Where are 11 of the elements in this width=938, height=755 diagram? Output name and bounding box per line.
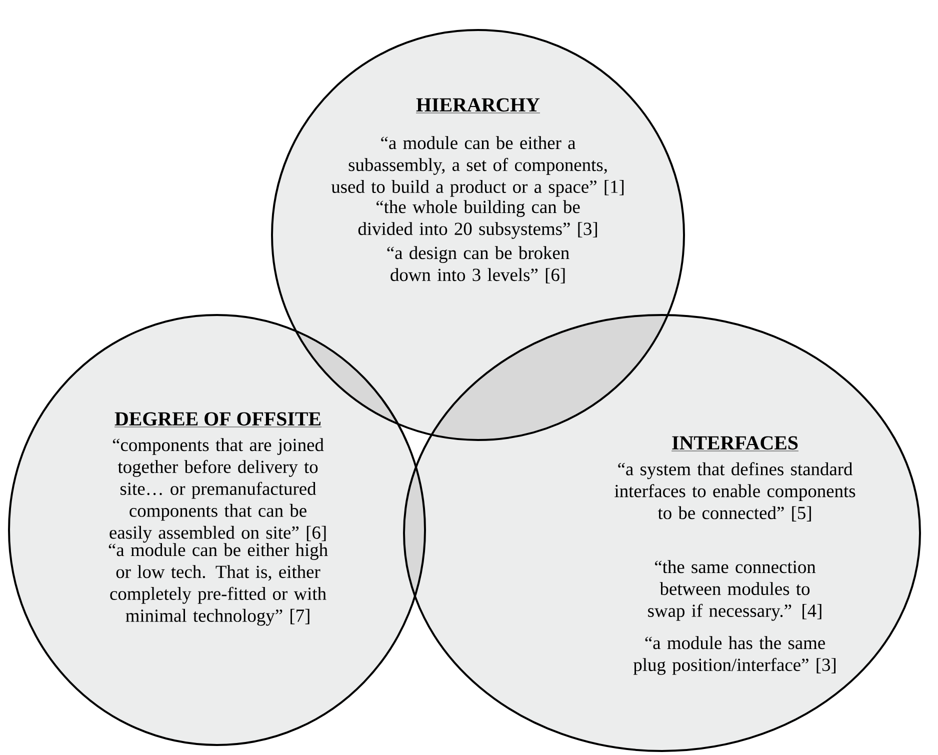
quote-text: “the whole building can be divided into 20 subsystems” [3] — [358, 200, 597, 239]
quote-text: “a system that defines standard interfaces to enable components to be connected” [5] — [614, 462, 856, 522]
quote-text: “a module can be either a subassembly, a set of components, used to build a product or a space” [1] — [331, 136, 624, 197]
circle-heading: INTERFACES — [671, 436, 799, 452]
quote-text: “a module has the same plug position/interface” [3] — [633, 636, 836, 675]
quote-text: “a design can be broken down into 3 levels” [6] — [387, 246, 570, 284]
quote-text: “the same connection between modules to swap if necessary.” [4] — [648, 560, 822, 621]
quote-text: “components that are joined together before delivery to site… or premanufactured components that can be easily assembled on site” [6] — [110, 438, 326, 543]
circle-heading: DEGREE OF OFFSITE — [114, 412, 322, 428]
quote-text: “a module can be either high or low tech. That is, either completely pre-fitted or with minimal technology” [7] — [108, 543, 328, 626]
circle-heading: HIERARCHY — [416, 98, 540, 114]
